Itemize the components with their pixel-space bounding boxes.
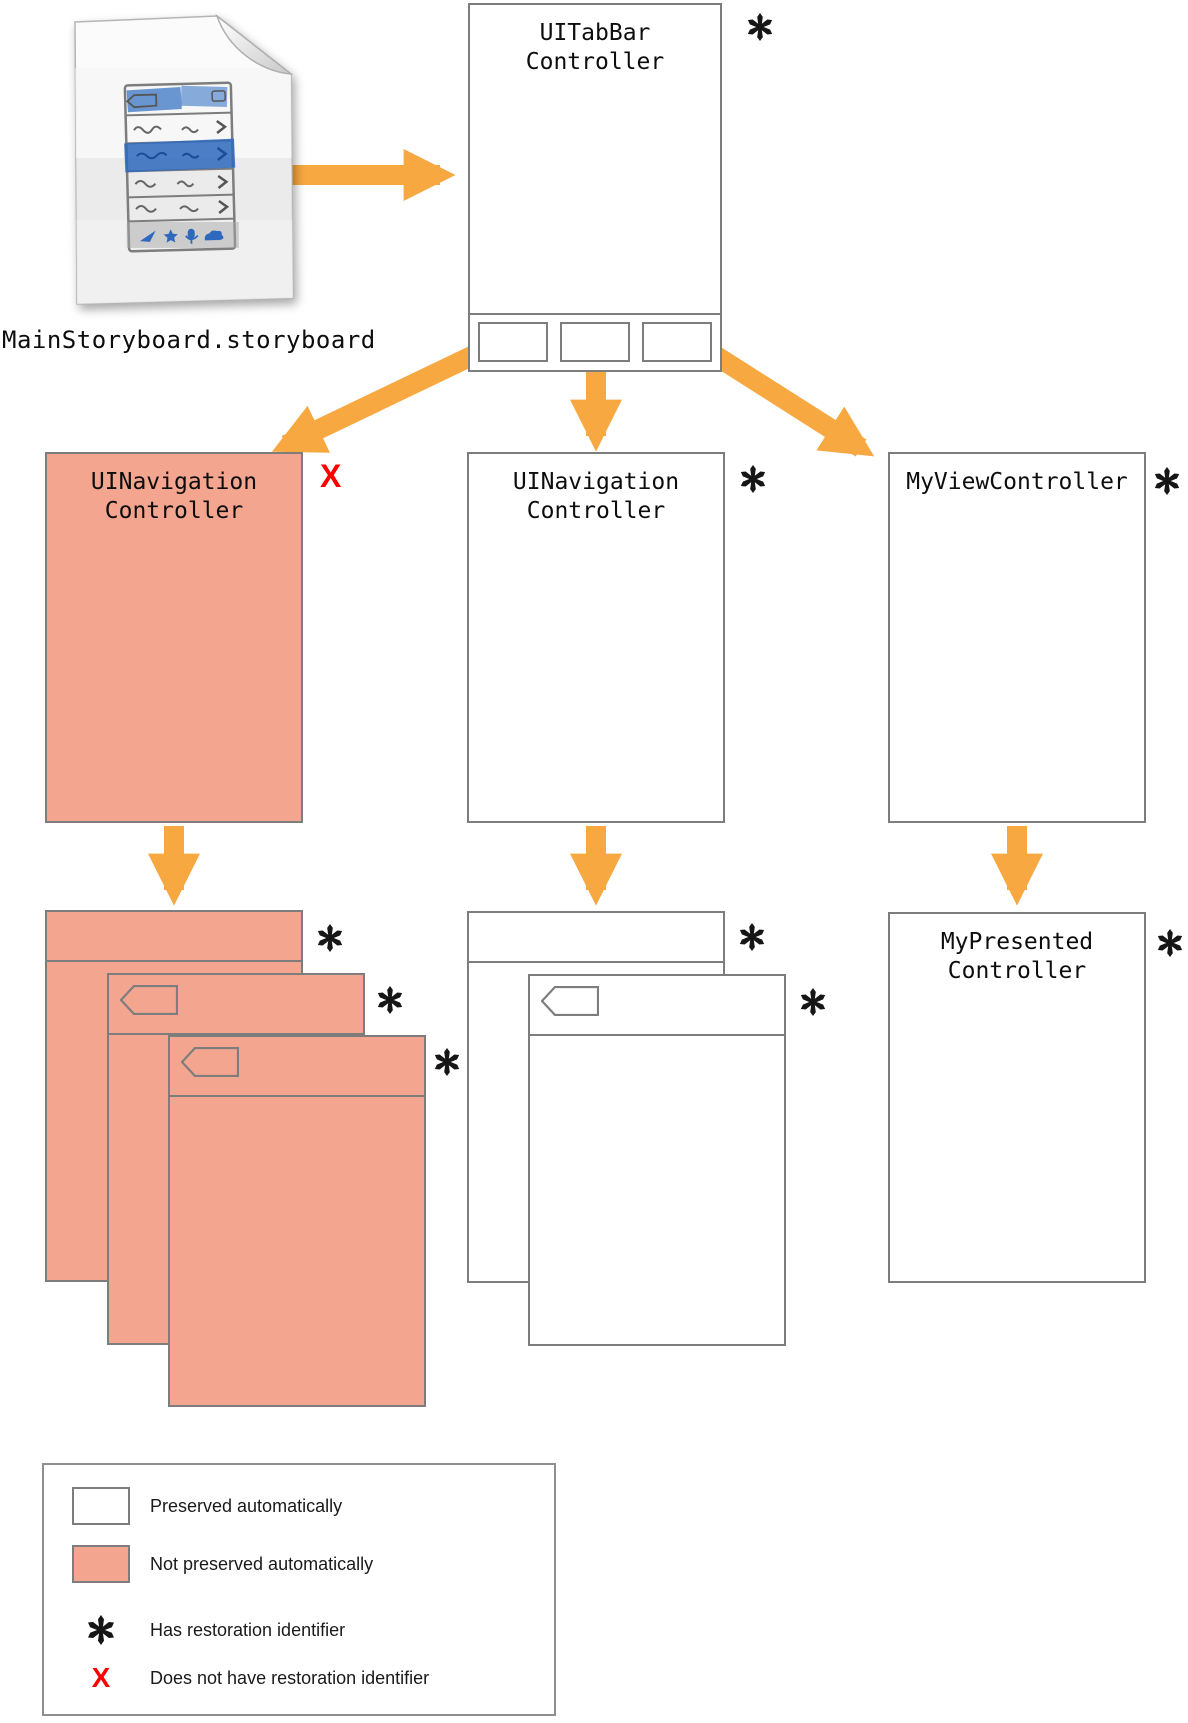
back-button-icon	[181, 1047, 239, 1077]
nav-controller-left-box: UINavigation Controller	[45, 452, 303, 823]
arrow-tabbar-to-myvc	[704, 343, 875, 457]
tabbar-controller-box: UITabBar Controller	[468, 3, 722, 372]
nav-controller-mid-title: UINavigation Controller	[512, 469, 680, 524]
my-presented-controller-title: MyPresented Controller	[940, 929, 1094, 984]
nav-bar	[109, 985, 363, 1035]
tab-slot	[560, 322, 630, 362]
legend-label: Does not have restoration identifier	[150, 1667, 430, 1688]
legend-label: Has restoration identifier	[150, 1619, 346, 1640]
x-mark: X	[320, 458, 342, 494]
legend-swatch-not-preserved	[72, 1545, 130, 1583]
asterisk-icon	[72, 1615, 130, 1645]
asterisk-icon	[738, 923, 766, 951]
nav-controller-mid-box: UINavigation Controller	[467, 452, 725, 823]
legend-label: Not preserved automatically	[150, 1553, 374, 1574]
nav-bar	[170, 1047, 424, 1097]
nav-stack-mid-card-2	[528, 974, 786, 1346]
nav-bar	[530, 986, 784, 1036]
tab-bar-strip	[470, 313, 720, 370]
arrow-tabbar-to-navleft	[271, 342, 485, 455]
my-view-controller-title: MyViewController	[906, 469, 1128, 495]
wireframe-sketch	[123, 81, 239, 253]
storyboard-file-label: MainStoryboard.storyboard	[2, 326, 376, 354]
my-presented-controller-box: MyPresented Controller	[888, 912, 1146, 1283]
legend: Preserved automatically Not preserved au…	[42, 1463, 556, 1716]
legend-row-preserved: Preserved automatically	[44, 1485, 554, 1527]
legend-row-not-preserved: Not preserved automatically	[44, 1543, 554, 1585]
x-mark: X	[91, 1662, 111, 1693]
asterisk-icon	[316, 924, 344, 952]
back-button-icon	[541, 986, 599, 1016]
legend-swatch-preserved	[72, 1487, 130, 1525]
asterisk-icon	[799, 988, 827, 1016]
legend-row-asterisk: Has restoration identifier	[44, 1607, 554, 1653]
my-view-controller-box: MyViewController	[888, 452, 1146, 823]
nav-controller-left-title: UINavigation Controller	[90, 469, 258, 524]
legend-label: Preserved automatically	[150, 1495, 343, 1516]
tab-slot	[642, 322, 712, 362]
storyboard-file-icon	[74, 13, 294, 305]
nav-bar	[469, 913, 723, 963]
asterisk-icon	[1156, 929, 1184, 957]
nav-stack-left-card-3	[168, 1035, 426, 1407]
asterisk-icon	[746, 13, 774, 41]
asterisk-icon	[1153, 467, 1181, 495]
nav-bar	[47, 912, 301, 962]
asterisk-icon	[739, 465, 767, 493]
tab-slot	[478, 322, 548, 362]
tabbar-controller-title: UITabBar Controller	[525, 20, 665, 75]
back-button-icon	[120, 985, 178, 1015]
asterisk-icon	[433, 1048, 461, 1076]
legend-row-x: X Does not have restoration identifier	[44, 1655, 554, 1701]
asterisk-icon	[376, 986, 404, 1014]
